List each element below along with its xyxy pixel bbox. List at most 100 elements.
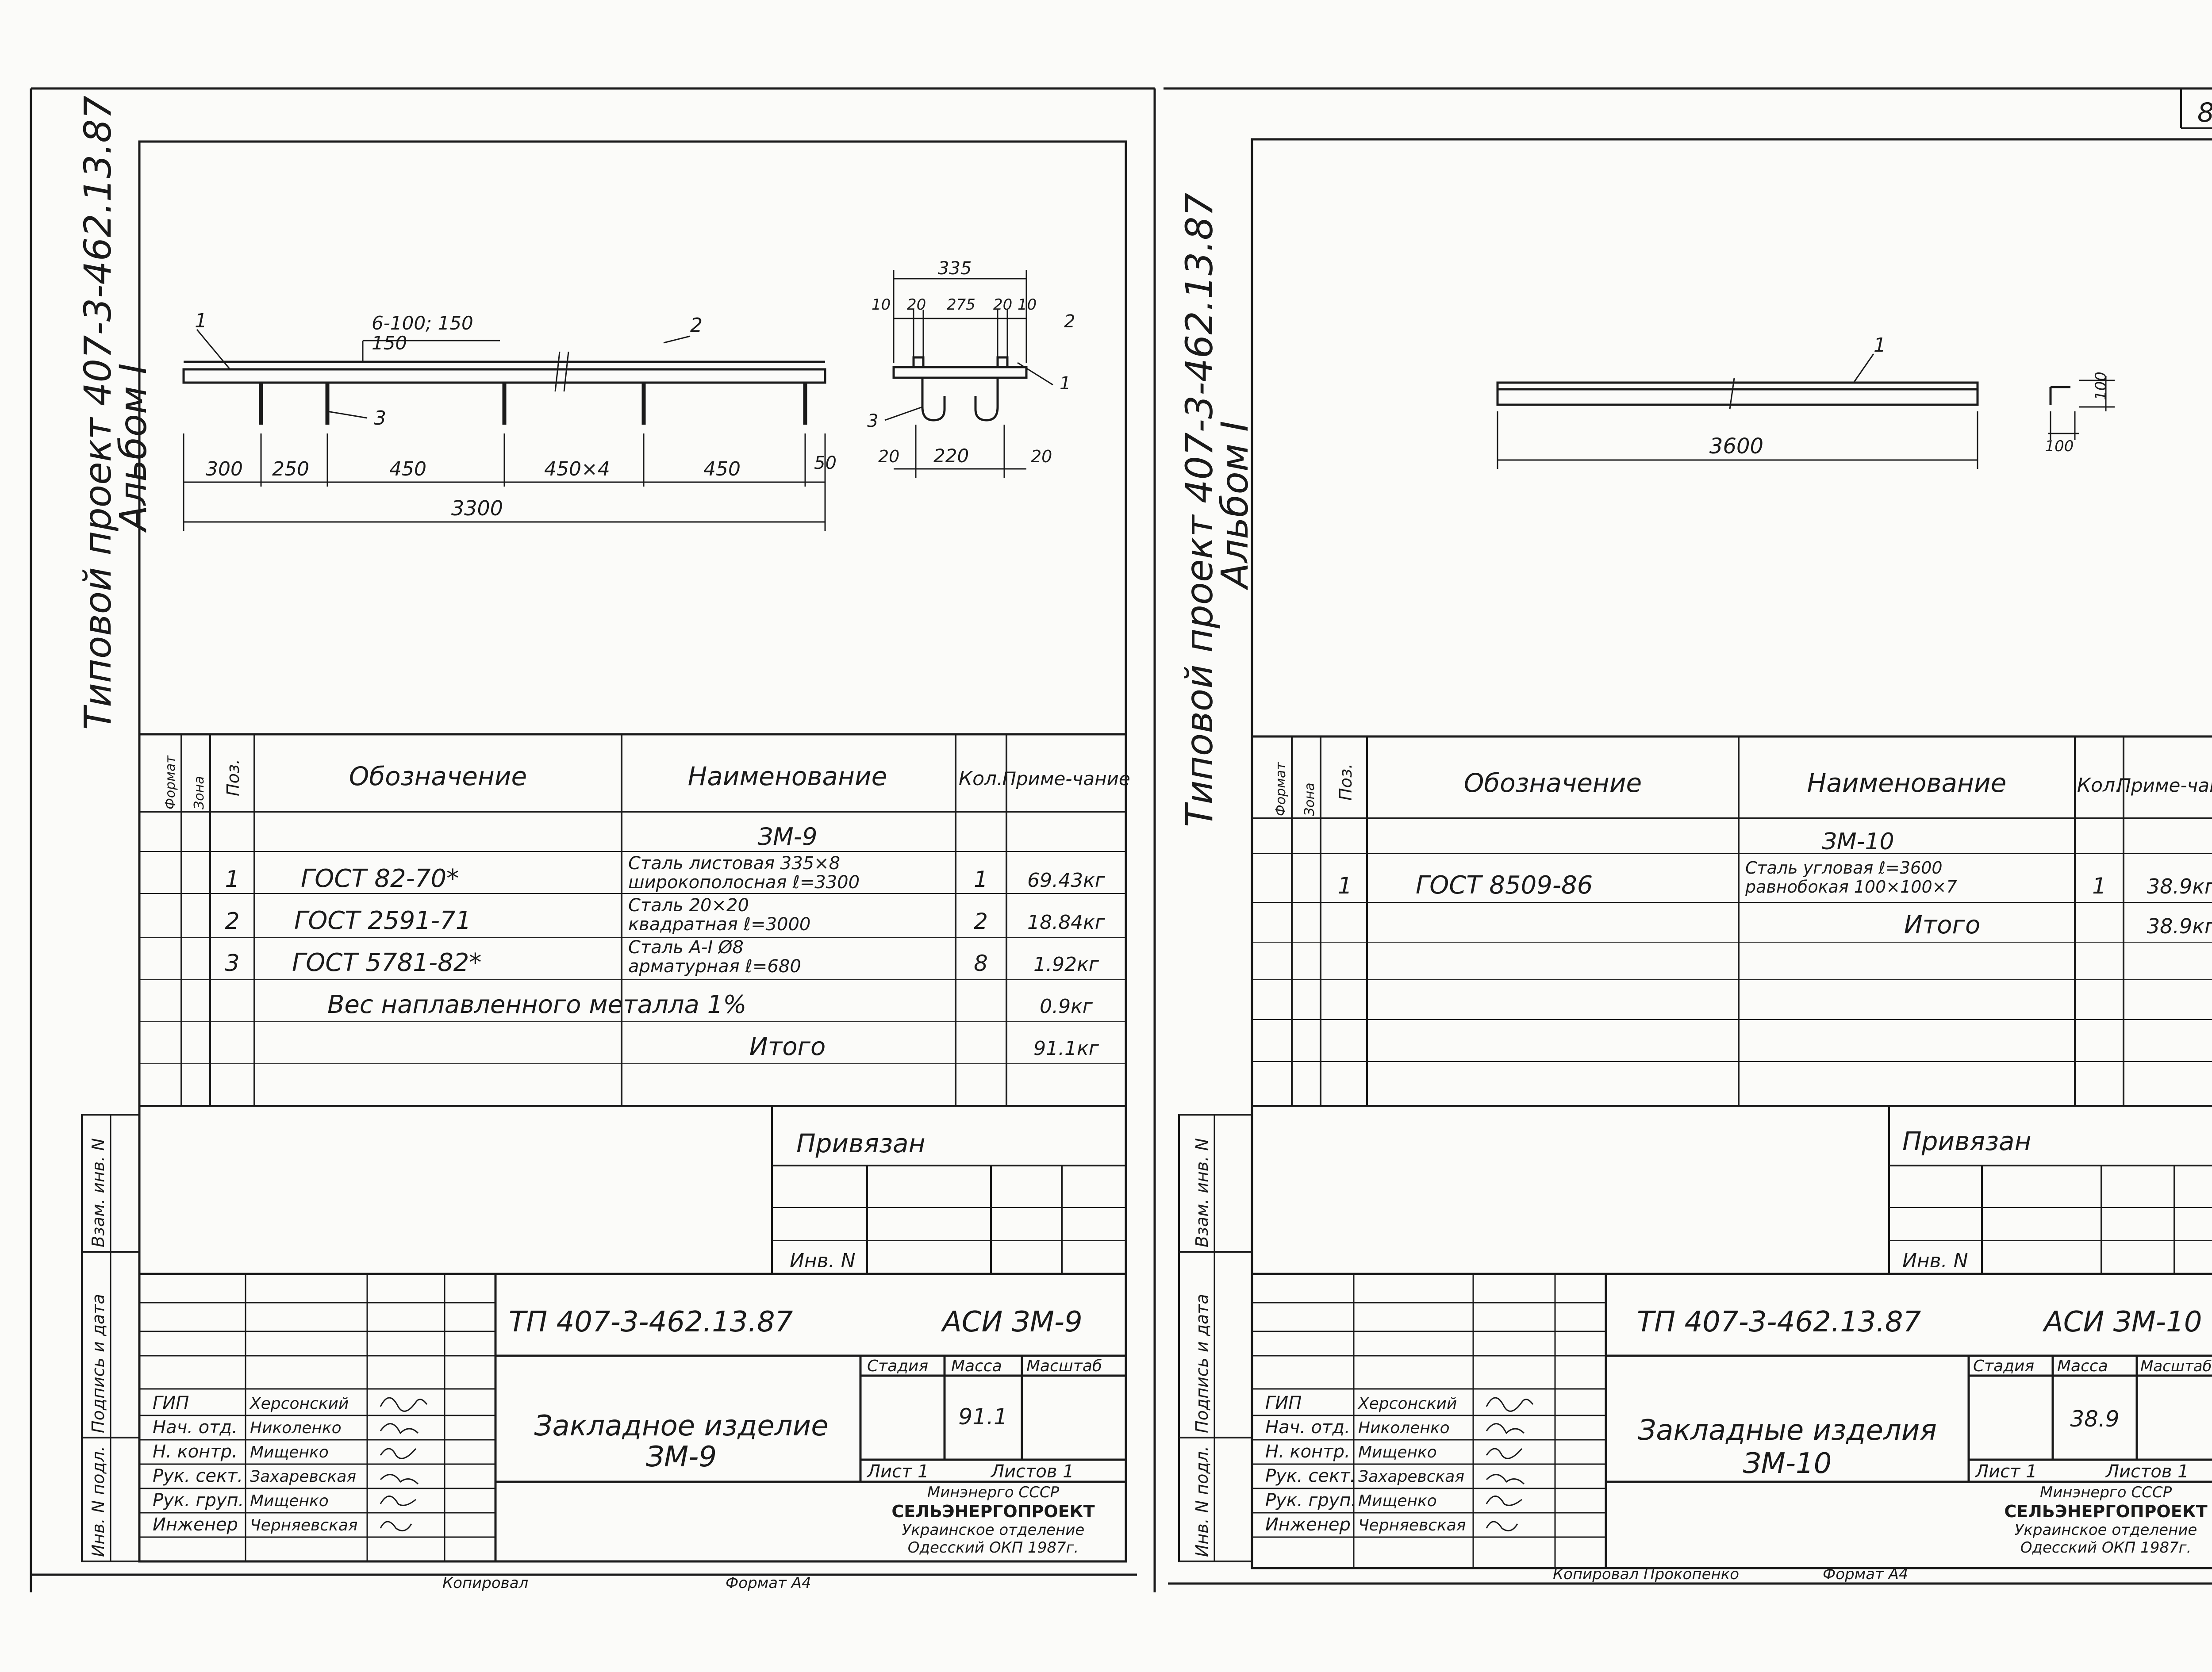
left-name-0: Херсонский	[249, 1395, 349, 1413]
left-weld-label: Вес наплавленного металла 1%	[327, 990, 747, 1019]
left-row1-qty: 1	[974, 867, 988, 892]
left-row2-name2: квадратная ℓ=3000	[628, 914, 810, 935]
right-inv-label: Инв. N	[1902, 1250, 1968, 1272]
left-privyazan-label: Привязан	[796, 1128, 926, 1158]
left-h-note: Приме-чание	[1002, 768, 1130, 790]
right-signatures	[1486, 1397, 1534, 1532]
left-signatures	[380, 1397, 428, 1532]
left-org4: Одесский ОКП 1987г.	[908, 1539, 1079, 1557]
right-h-oboz: Обозначение	[1464, 768, 1642, 798]
right-org4: Одесский ОКП 1987г.	[2020, 1539, 2192, 1557]
left-role-3: Рук. сект.	[153, 1466, 243, 1486]
left-name-2: Мищенко	[250, 1443, 329, 1461]
left-row3-name2: арматурная ℓ=680	[628, 956, 801, 977]
left-list: Лист 1	[866, 1461, 929, 1482]
right-footer-format: Формат А4	[1823, 1565, 1909, 1583]
left-total-note: 91.1кг	[1033, 1037, 1099, 1060]
left-masshtab: Масштаб	[1026, 1357, 1102, 1375]
left-dim-50: 50	[814, 453, 837, 473]
left-sec-20c: 20	[878, 447, 899, 466]
left-row3-pos: 3	[225, 950, 239, 977]
right-h-qty: Кол.	[2077, 774, 2121, 797]
right-stamp-code: ТП 407-3-462.13.87	[1637, 1306, 1921, 1338]
right-org1: Минэнерго СССР	[2040, 1484, 2172, 1501]
left-sheet: Типовой проект 407-3-462.13.87 Альбом I …	[76, 96, 1130, 1592]
left-row2-oboz: ГОСТ 2591-71	[294, 906, 471, 935]
left-strip-inv: Инв. N подл.	[88, 1446, 108, 1557]
left-mass-value: 91.1	[958, 1404, 1007, 1430]
left-sec-pos3: 3	[867, 411, 878, 431]
right-mass-value: 38.9	[2070, 1406, 2119, 1432]
right-side-strip: Взам. инв. N Подпись и дата Инв. N подл.	[1178, 1114, 1253, 1562]
left-sec-20b: 20	[993, 296, 1012, 314]
left-anchors	[259, 383, 807, 425]
right-massa: Масса	[2057, 1357, 2108, 1375]
right-pos1-label: 1	[1874, 334, 1886, 357]
left-stamp-title2: ЗМ-9	[646, 1441, 717, 1473]
left-break-mark	[554, 351, 569, 392]
right-vertical-title: Типовой проект 407-3-462.13.87	[1178, 193, 1221, 827]
right-masshtab: Масштаб	[2140, 1358, 2212, 1375]
left-stamp-code: ТП 407-3-462.13.87	[509, 1306, 793, 1338]
right-h-zone: Зона	[1302, 782, 1317, 816]
left-row1-pos: 1	[225, 866, 239, 893]
right-total-note: 38.9кг	[2147, 914, 2212, 938]
right-strip-podpis: Подпись и дата	[1192, 1294, 1212, 1433]
right-h-pos: Поз.	[1336, 763, 1356, 801]
left-row2-note: 18.84кг	[1027, 911, 1106, 934]
left-name-4: Мищенко	[250, 1492, 329, 1510]
left-role-2: Н. контр.	[153, 1442, 238, 1462]
right-angle-bar	[1496, 381, 1979, 406]
left-dim-250: 250	[272, 458, 309, 480]
left-stamp-title1: Закладное изделие	[534, 1410, 828, 1442]
right-role-4: Рук. груп.	[1265, 1490, 1356, 1511]
left-pos2-label: 2	[690, 314, 703, 337]
right-strip-inv: Инв. N подл.	[1192, 1446, 1212, 1557]
left-pitch-top: 6-100; 150	[372, 312, 473, 334]
left-footer-format: Формат А4	[726, 1574, 811, 1592]
left-org2: СЕЛЬЭНЕРГОПРОЕКТ	[891, 1502, 1094, 1521]
right-row1-qty: 1	[2092, 873, 2106, 899]
left-row3-name1: Сталь A-I Ø8	[628, 937, 744, 958]
left-row3-note: 1.92кг	[1033, 953, 1099, 976]
left-pos3-label: 3	[374, 407, 386, 430]
left-row1-name1: Сталь листовая 335×8	[628, 853, 840, 874]
right-role-0: ГИП	[1265, 1393, 1302, 1413]
right-role-1: Нач. отд.	[1265, 1417, 1350, 1438]
left-beam-plate	[182, 360, 826, 384]
left-sec-10b: 10	[1018, 296, 1037, 314]
right-listov: Листов 1	[2105, 1461, 2189, 1482]
left-inv-label: Инв. N	[790, 1250, 856, 1272]
left-sec-220: 220	[933, 445, 969, 467]
left-org3: Украинское отделение	[902, 1521, 1085, 1539]
right-row1-name1: Сталь угловая ℓ=3600	[1745, 858, 1943, 878]
right-drawing: 1 3600 100 100	[1496, 334, 2115, 469]
left-h-qty: Кол.	[959, 767, 1003, 790]
left-sec-335: 335	[938, 258, 972, 279]
left-row1-name2: широкополосная ℓ=3300	[628, 872, 860, 893]
left-vertical-album: Альбом I	[111, 363, 155, 533]
right-sec-h: 100	[2092, 372, 2110, 400]
outer-frame	[30, 87, 2212, 1592]
left-strip-podpis: Подпись и дата	[88, 1294, 108, 1433]
left-sec-20d: 20	[1031, 447, 1052, 466]
right-list: Лист 1	[1974, 1461, 2037, 1482]
left-name-1: Николенко	[250, 1419, 342, 1437]
right-row1-pos: 1	[1337, 873, 1352, 899]
left-h-format: Формат	[163, 755, 178, 809]
left-row2-qty: 2	[974, 909, 988, 934]
left-title-block: ТП 407-3-462.13.87 АСИ ЗМ-9 ГИП Нач. отд…	[139, 1273, 1126, 1561]
left-pos1-label: 1	[195, 310, 207, 332]
left-cross-section	[892, 356, 1028, 422]
left-dim-450-a: 450	[389, 458, 426, 480]
page-number: 87	[2197, 97, 2212, 128]
left-dim-450x4: 450×4	[544, 458, 610, 480]
right-stadia: Стадия	[1973, 1357, 2034, 1375]
left-row2-pos: 2	[225, 908, 239, 935]
right-title-block: ТП 407-3-462.13.87 АСИ ЗМ-10 ГИП Нач. от…	[1252, 1273, 2212, 1568]
right-sec-w: 100	[2045, 437, 2074, 455]
left-h-pos: Поз.	[223, 759, 243, 796]
left-footer-copy: Копировал	[442, 1574, 528, 1592]
left-stadia: Стадия	[867, 1357, 928, 1375]
